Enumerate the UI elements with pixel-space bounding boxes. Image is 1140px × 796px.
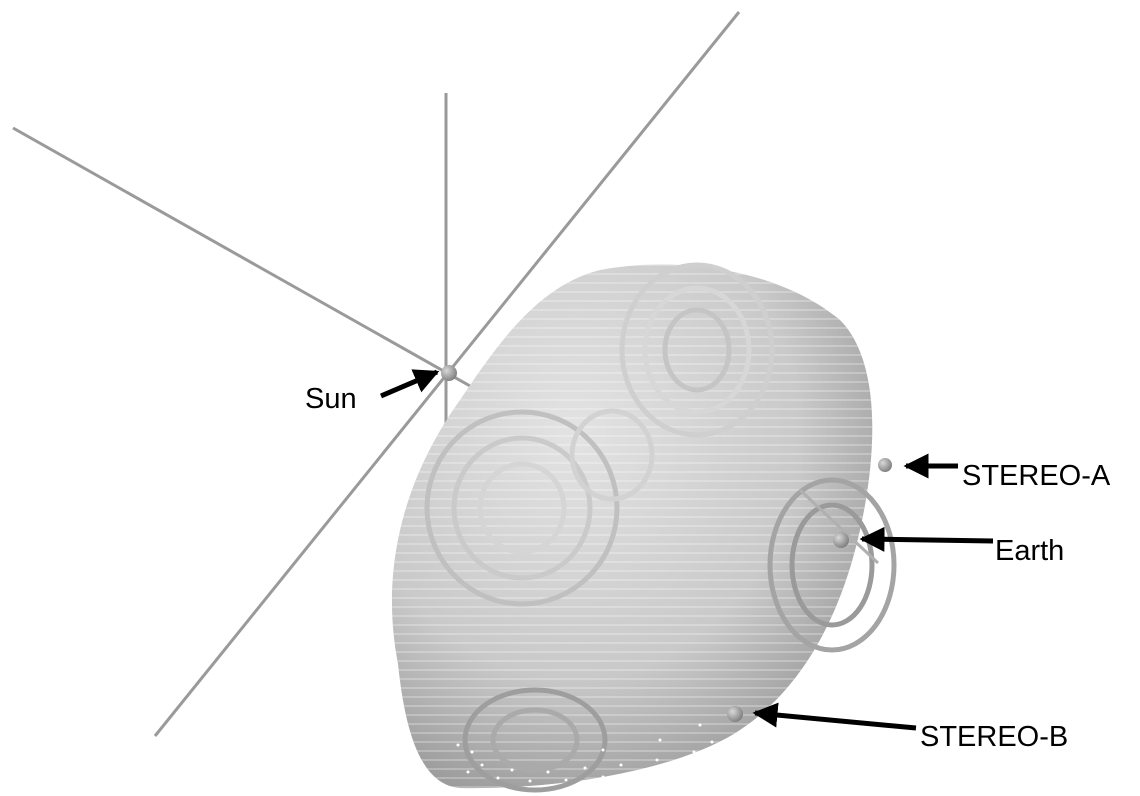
stereo-a-marker	[878, 458, 892, 472]
cme-body	[392, 264, 894, 790]
stereo-b-marker	[727, 706, 743, 722]
earth-arrow	[862, 539, 993, 541]
sun-label: Sun	[305, 383, 357, 415]
stereo-b-label: STEREO-B	[920, 721, 1068, 753]
earth-label: Earth	[995, 535, 1064, 567]
sun-arrow	[381, 372, 437, 396]
stereo-b-arrow	[755, 713, 916, 728]
stereo-a-label: STEREO-A	[962, 460, 1111, 492]
earth-marker	[833, 532, 849, 548]
sun-marker	[441, 365, 457, 381]
axis-left-diagonal	[13, 128, 486, 395]
